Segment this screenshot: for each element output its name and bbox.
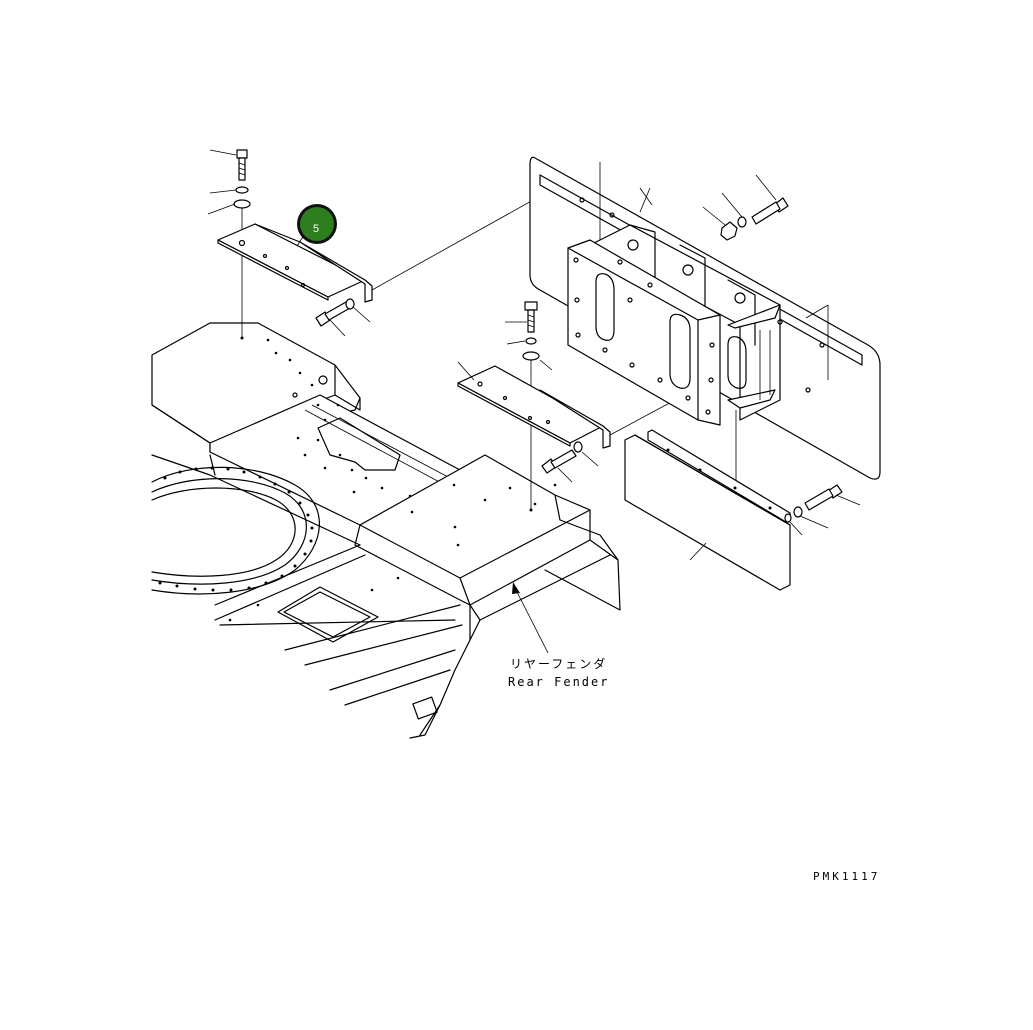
bolt-icon — [751, 197, 789, 225]
callout-badge[interactable] — [300, 207, 334, 241]
rear-mount-panel — [529, 156, 881, 548]
lower-cover-plate — [624, 429, 861, 591]
washer-icon — [784, 513, 792, 523]
nut-icon — [720, 221, 738, 241]
washer-icon — [793, 506, 803, 518]
drawing-code: PMK1117 — [813, 870, 880, 883]
rear-fender-label-en: Rear Fender — [508, 675, 609, 689]
bolt-icon — [804, 484, 843, 511]
left-bracket-assembly — [207, 149, 561, 340]
bolt-icon — [541, 449, 577, 474]
bolt-icon — [315, 301, 351, 327]
bolt-icon — [236, 149, 248, 181]
center-bracket-assembly — [457, 301, 691, 512]
washer-icon — [525, 337, 537, 345]
deck-holes — [228, 338, 557, 622]
washer-icon — [235, 186, 249, 194]
rear-fender-pointer — [512, 582, 549, 654]
right-bolt-group — [702, 174, 789, 241]
rear-fender-label-jp: リヤーフェンダ — [510, 656, 607, 671]
washer-icon — [345, 298, 355, 310]
bolt-icon — [524, 301, 538, 333]
callout-5[interactable]: 5 — [296, 204, 337, 247]
washer-icon — [522, 351, 540, 361]
callout-number: 5 — [313, 223, 319, 235]
flange-holes — [573, 197, 825, 415]
washer-icon — [233, 199, 251, 209]
washer-icon — [737, 216, 747, 228]
rear-frame — [151, 322, 621, 739]
ring-bolt-holes — [158, 466, 314, 592]
washer-icon — [573, 441, 583, 453]
